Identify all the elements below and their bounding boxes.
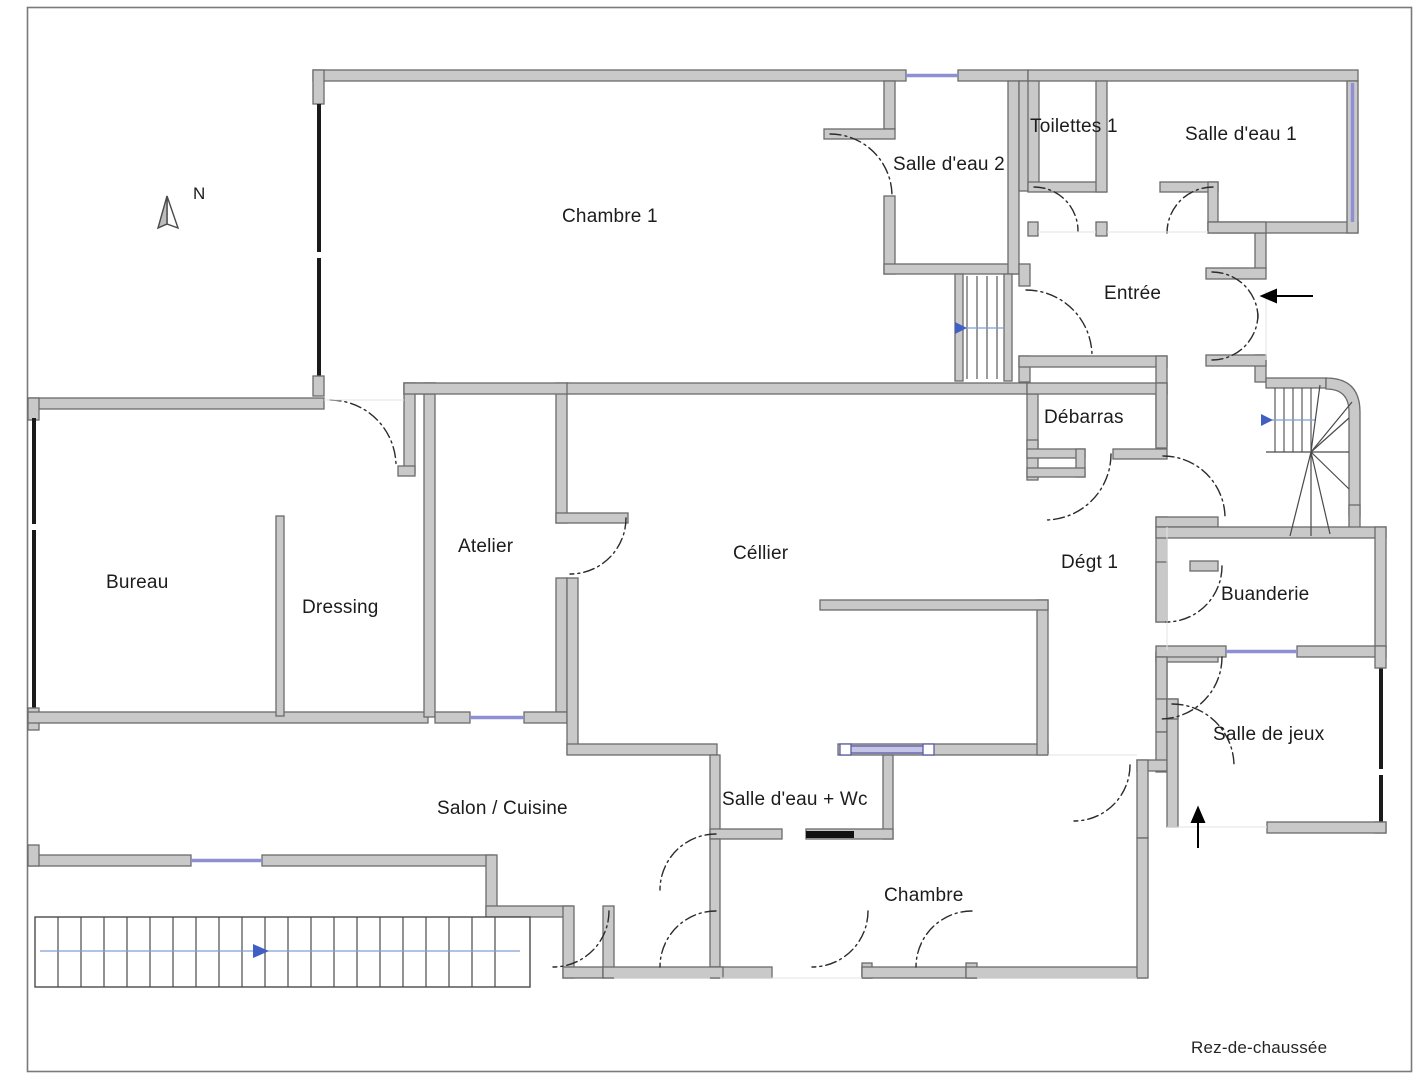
door-cellier-entree bbox=[1025, 289, 1093, 357]
fleche-entree-secondaire bbox=[1190, 805, 1206, 848]
door-salle-deau-2 bbox=[829, 133, 893, 197]
room-label-dressing: Dressing bbox=[302, 597, 379, 618]
compass-north-icon bbox=[156, 195, 180, 230]
window-layer bbox=[191, 73, 1355, 863]
room-label-cellier: Céllier bbox=[733, 543, 789, 564]
door-bureau bbox=[329, 399, 397, 467]
room-label-bureau: Bureau bbox=[106, 572, 169, 593]
room-label-chambre: Chambre bbox=[884, 885, 964, 906]
room-label-toilettes-1: Toilettes 1 bbox=[1030, 116, 1118, 137]
plan-footer-label: Rez-de-chaussée bbox=[1191, 1038, 1328, 1057]
door-degt-bas bbox=[1073, 764, 1131, 822]
room-label-buanderie: Buanderie bbox=[1221, 584, 1310, 605]
door-toilettes-1 bbox=[1033, 186, 1079, 232]
door-salle-de-jeux-bas bbox=[1171, 703, 1235, 767]
room-label-salon-cuisine: Salon / Cuisine bbox=[437, 798, 568, 819]
window-cellier-bottom bbox=[843, 745, 931, 754]
window-double-layer bbox=[839, 743, 935, 756]
room-label-salle-deau-wc: Salle d'eau + Wc bbox=[722, 789, 868, 810]
room-label-debarras: Débarras bbox=[1044, 407, 1124, 428]
door-salle-deau-wc bbox=[659, 833, 717, 891]
door-salle-de-jeux-haut bbox=[1159, 656, 1223, 720]
door-layer bbox=[329, 133, 1259, 968]
escalier-principal bbox=[34, 916, 531, 988]
door-chambre-leaf-a bbox=[811, 910, 869, 968]
compass-label: N bbox=[193, 184, 206, 203]
door-buanderie bbox=[1165, 565, 1223, 623]
door-salle-deau-1 bbox=[1166, 186, 1214, 234]
page-border bbox=[26, 6, 1413, 1073]
door-entree-leaf-a bbox=[1211, 271, 1259, 319]
door-degt-nord bbox=[1162, 455, 1226, 519]
escalier-interieur bbox=[955, 276, 1003, 379]
room-label-entree: Entrée bbox=[1104, 283, 1162, 304]
wall-layer bbox=[27, 69, 1387, 979]
door-chambre-leaf-b bbox=[915, 910, 973, 968]
door-entree-leaf-b bbox=[1211, 313, 1259, 361]
escalier-tournant bbox=[1261, 384, 1353, 537]
room-label-chambre-1: Chambre 1 bbox=[562, 206, 658, 227]
room-label-salle-deau-2: Salle d'eau 2 bbox=[893, 154, 1005, 175]
door-debarras bbox=[1044, 453, 1112, 521]
room-label-atelier: Atelier bbox=[458, 536, 514, 557]
room-label-degt-1: Dégt 1 bbox=[1061, 552, 1119, 573]
door-atelier bbox=[569, 517, 627, 575]
door-salon-leaf-a bbox=[552, 910, 610, 968]
door-salon-leaf-b bbox=[659, 910, 717, 968]
fleche-entree-principale bbox=[1259, 288, 1313, 304]
guide-layer bbox=[324, 231, 1267, 979]
room-label-salle-de-jeux: Salle de jeux bbox=[1213, 724, 1325, 745]
room-label-salle-deau-1: Salle d'eau 1 bbox=[1185, 124, 1297, 145]
